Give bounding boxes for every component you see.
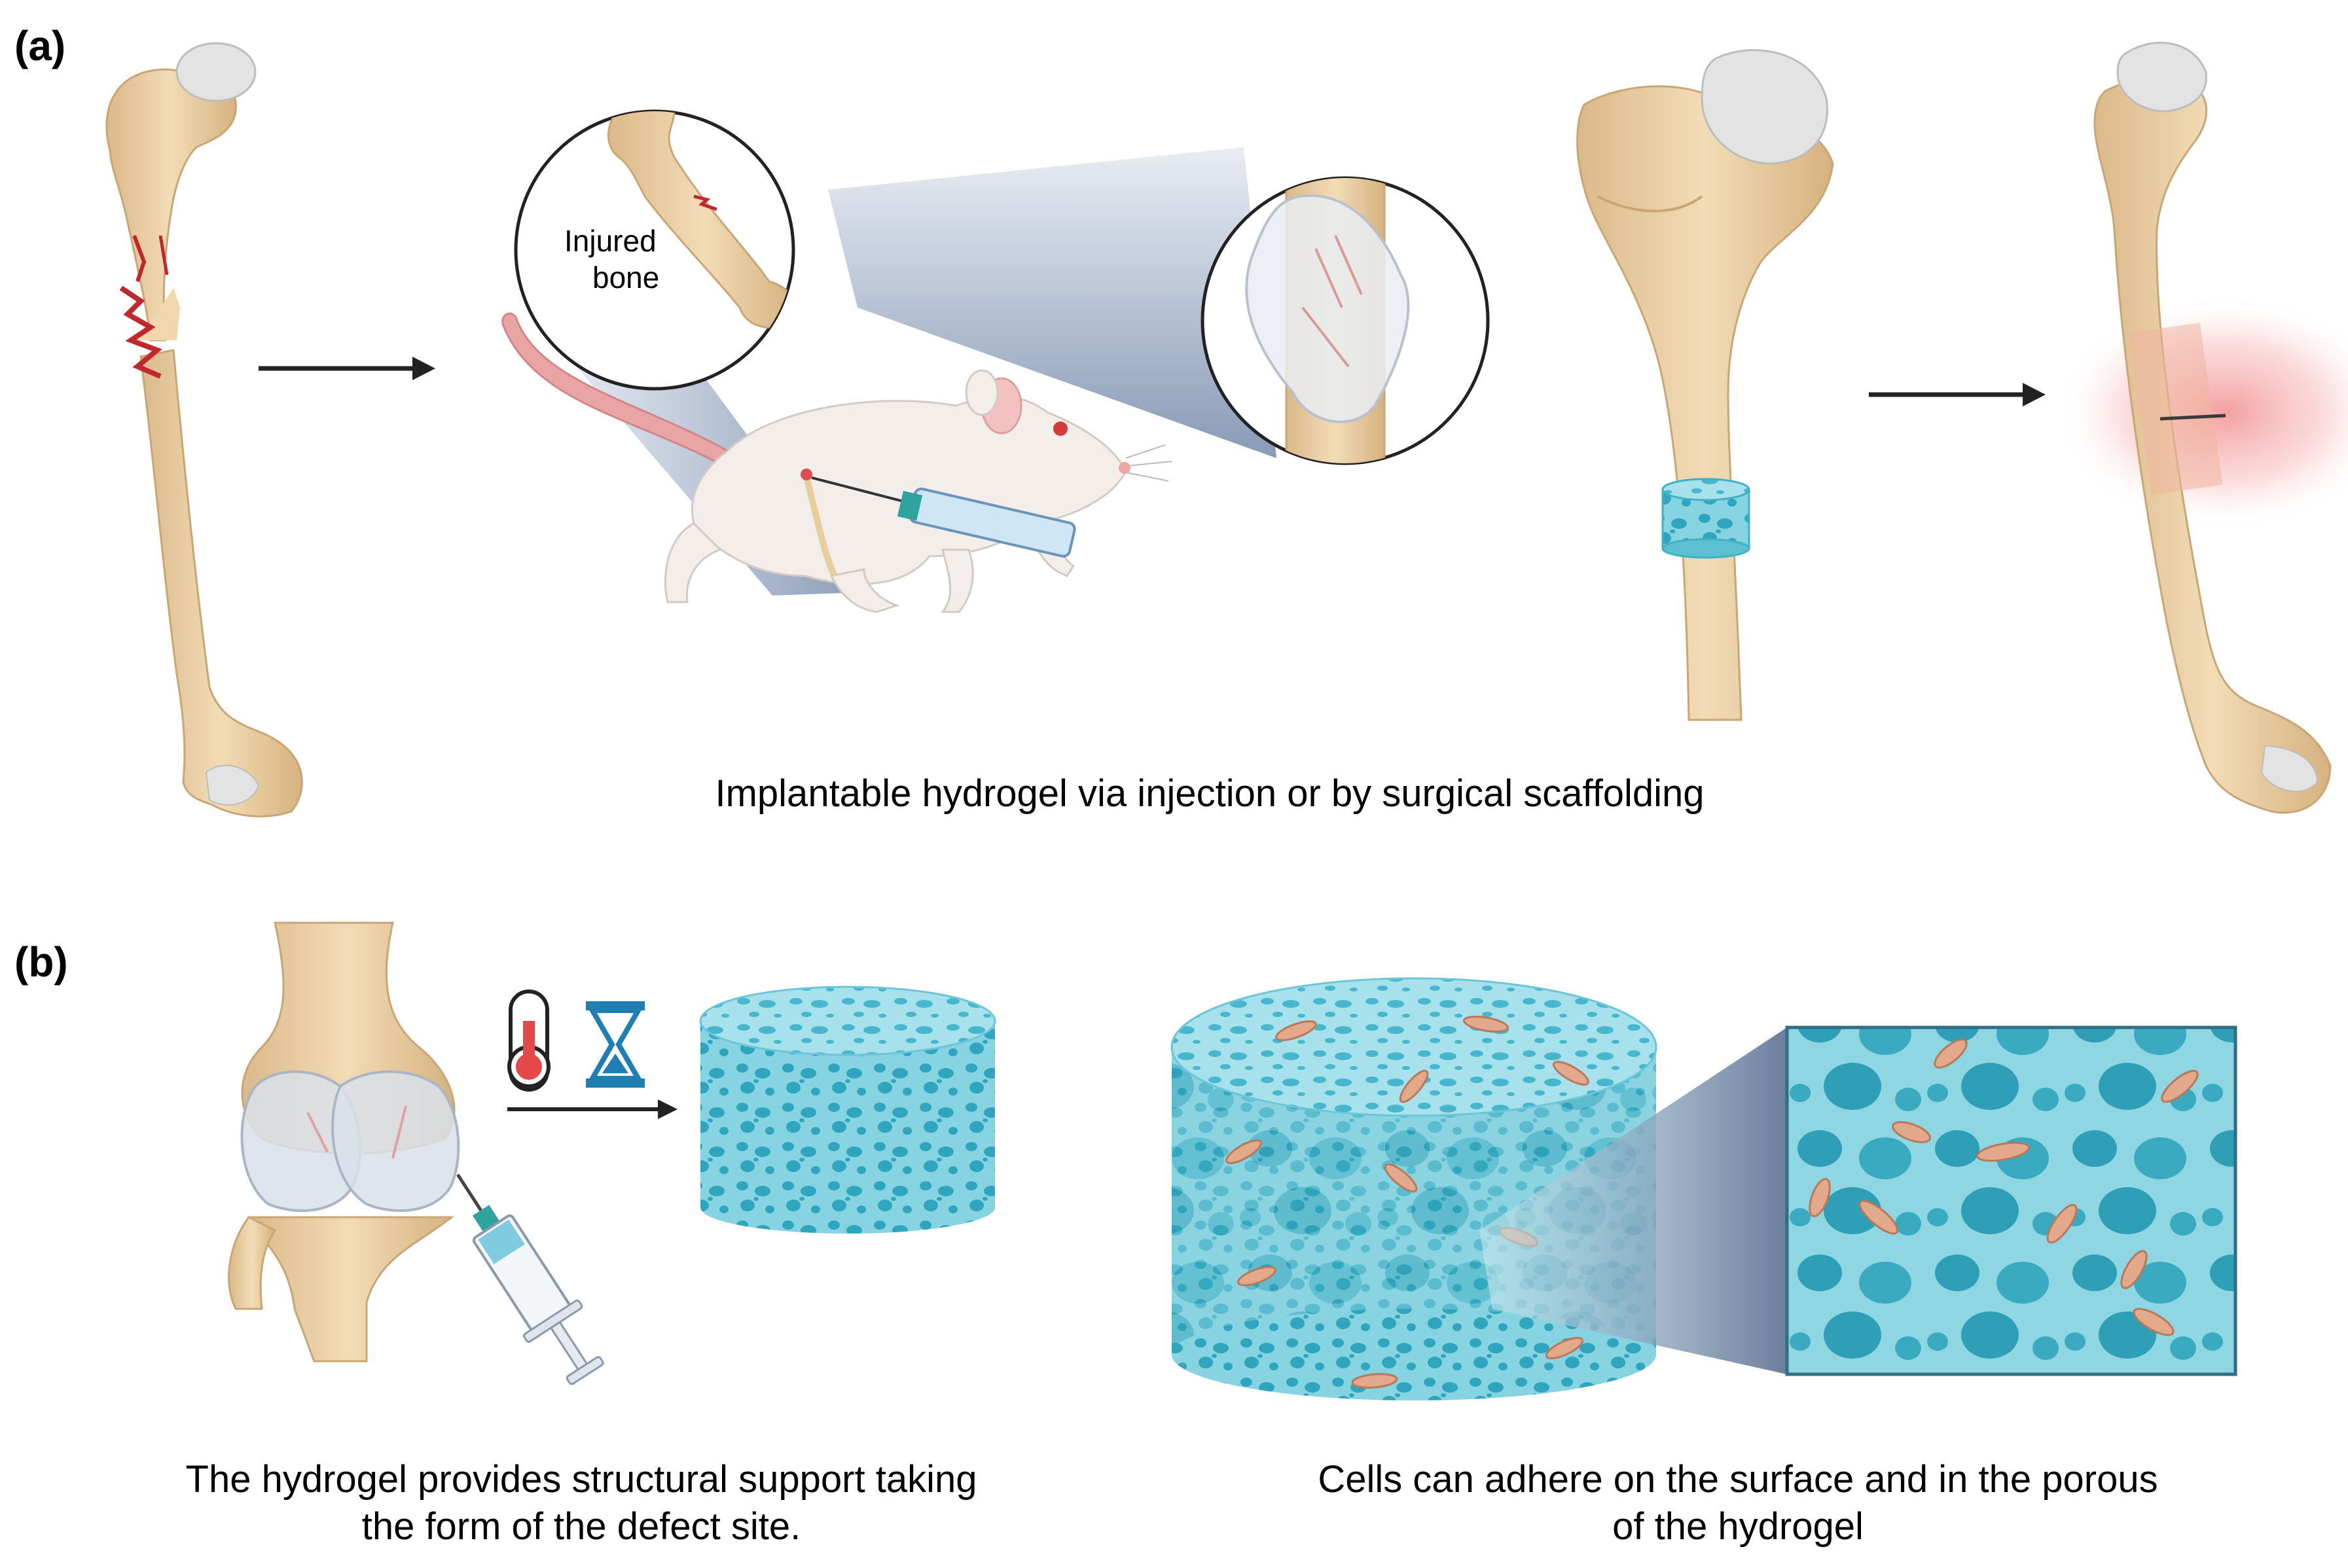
injured-bone-inset: Injured bone [514, 109, 795, 391]
hydrogel-bone-inset [1201, 176, 1490, 465]
thermometer-icon [507, 989, 551, 1092]
panel-b-left-caption-line1: The hydrogel provides structural support… [186, 1458, 977, 1501]
hourglass-icon [586, 1001, 645, 1088]
femur-with-scaffold-icon [1576, 49, 1834, 721]
knee-joint-icon [228, 921, 460, 1363]
hydrogel-scaffold-icon [699, 986, 996, 1234]
healed-femur-icon [2055, 41, 2348, 814]
injured-label-line1: Injured [564, 224, 657, 258]
cell-icon [1225, 1016, 1589, 1389]
zoom-cone-3 [1479, 1027, 1787, 1374]
hydrogel-scaffold-ring-icon [1661, 478, 1750, 559]
panel-a-caption: Implantable hydrogel via injection or by… [715, 772, 1704, 815]
arrow-right-1 [259, 357, 435, 380]
arrow-right-2 [1869, 383, 2046, 406]
panel-b-left-caption-line2: the form of the defect site. [362, 1505, 801, 1548]
panel-b-label: (b) [14, 938, 68, 986]
panel-a-label: (a) [14, 22, 65, 69]
zoom-cone-2 [828, 147, 1276, 458]
arrow-right-3 [507, 1099, 677, 1119]
rat-icon [501, 312, 1172, 613]
fractured-femur-icon [105, 42, 303, 817]
magnified-pores-icon [1785, 1025, 2237, 1376]
panel-b-right-caption-line1: Cells can adhere on the surface and in t… [1318, 1458, 2158, 1501]
syringe-icon [456, 1173, 604, 1385]
panel-b-right-caption-line2: of the hydrogel [1612, 1505, 1864, 1548]
injured-label-line2: bone [592, 260, 659, 294]
